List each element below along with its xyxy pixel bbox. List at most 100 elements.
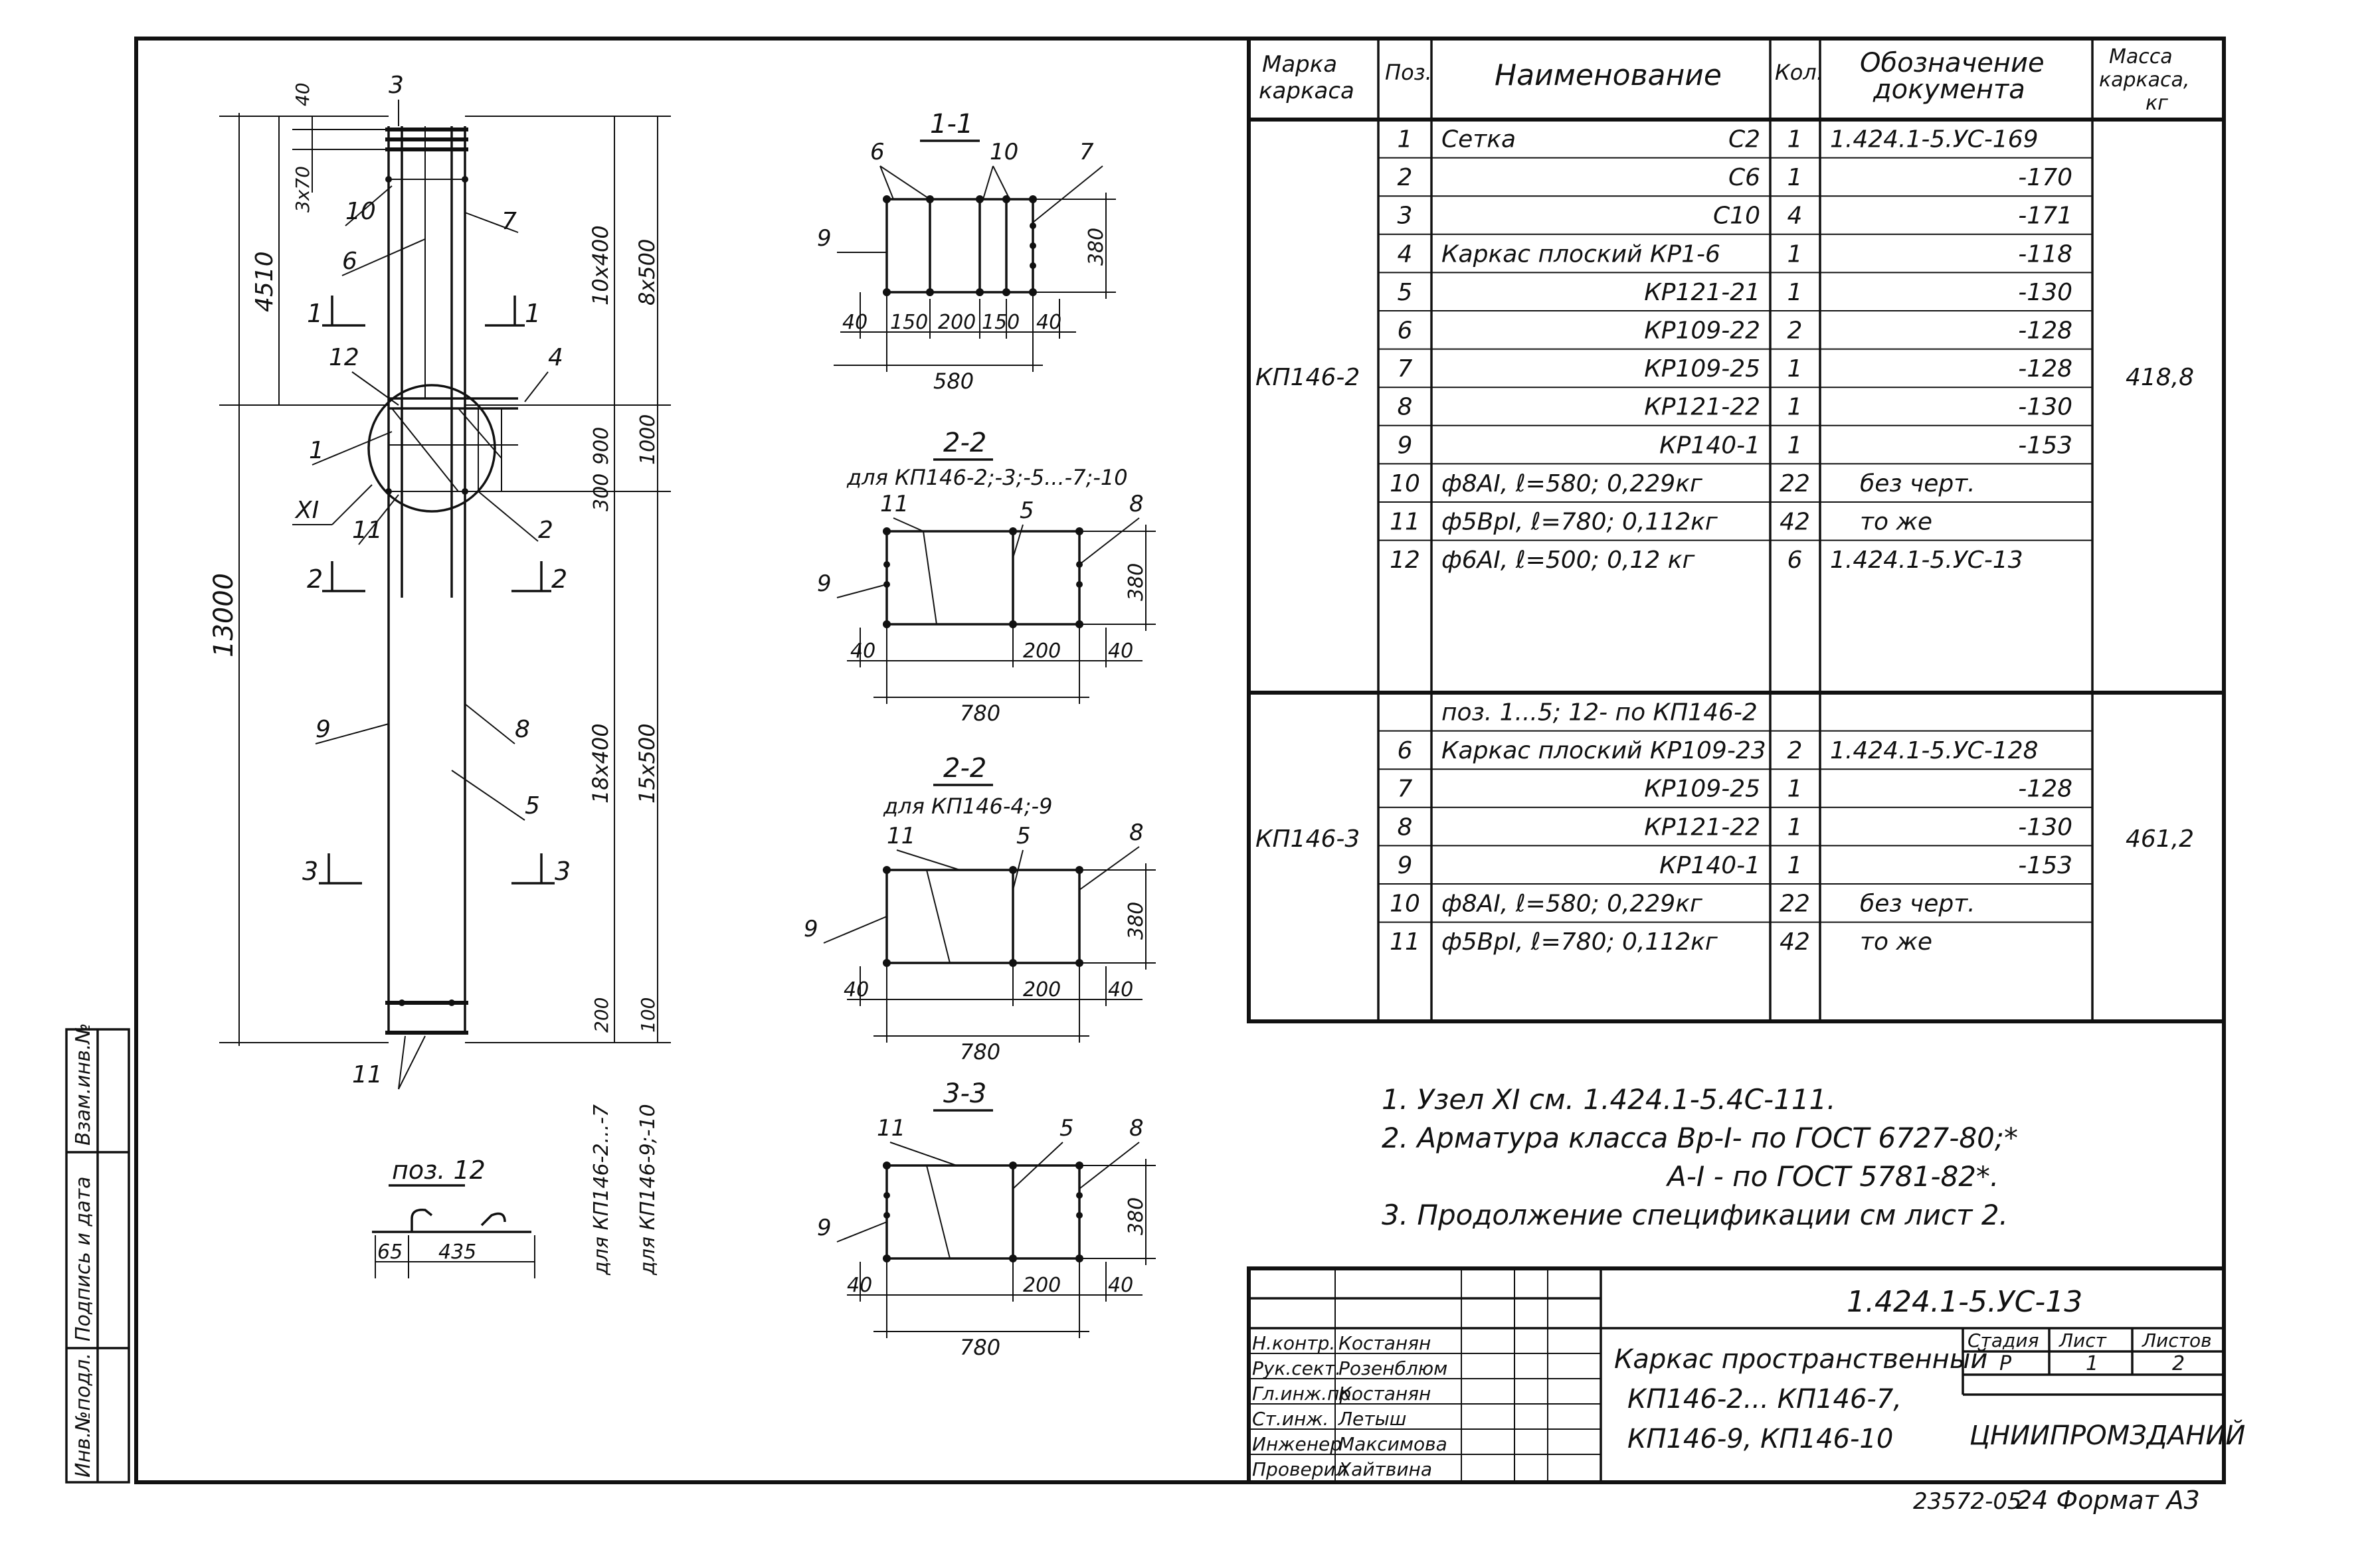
s22b-dim-40b: 40: [1108, 978, 1133, 1001]
s22b-label-8: 8: [1129, 819, 1144, 846]
label-for-kp146-2-7: для КП146-2...-7: [590, 1104, 613, 1276]
s33-label-9: 9: [817, 1215, 832, 1241]
s22b-dim-200: 200: [1023, 978, 1061, 1001]
footer-format: 24 Формат А3: [2016, 1486, 2200, 1515]
spec-row-pos: 8: [1398, 394, 1413, 421]
section-2-2-a: 2-2 для КП146-2;-3;-5...-7;-10 11 5 8 9 …: [817, 428, 1156, 726]
spec-row-qty: 1: [1787, 394, 1803, 421]
pos12-title: поз. 12: [392, 1156, 486, 1185]
spec-row-qty: 2: [1787, 317, 1803, 344]
note-3: 3. Продолжение спецификации см лист 2.: [1382, 1199, 2008, 1231]
spec-row-qty: 2: [1787, 737, 1803, 764]
spec-row-qty: 6: [1787, 547, 1803, 574]
elevation-view: 4510 13000 40 3x70 10x400 8x500 900 1000…: [209, 72, 671, 1276]
title-block: 1.424.1-5.УС-13 Каркас пространственный …: [1247, 1266, 2245, 1484]
specification-table: Марка каркаса Поз. Наименование Кол. Обо…: [1247, 37, 2226, 1023]
spec-row-qty: 1: [1787, 279, 1803, 306]
spec-row-name: ф5ВрI, ℓ=780; 0,112кг: [1441, 928, 1718, 956]
dim-10x400: 10x400: [588, 225, 613, 305]
signature-role: Рук.сект.: [1252, 1357, 1341, 1379]
spec-row-doc: без черт.: [1860, 890, 1975, 917]
spec-row-pos: 11: [1390, 508, 1420, 535]
s33-height: 380: [1125, 1197, 1148, 1235]
s22b-total: 780: [960, 1039, 1000, 1065]
spec-row-doc: -170: [2018, 164, 2072, 191]
spec-row-name-right: КР109-22: [1644, 317, 1760, 344]
spec-row-qty: 4: [1787, 203, 1803, 230]
hdr-doc-2: документа: [1873, 74, 2025, 105]
pos-label-6: 6: [342, 248, 357, 275]
spec-row-qty: 22: [1780, 470, 1810, 497]
dim-4510: 4510: [251, 251, 278, 312]
signature-name: Розенблюм: [1338, 1357, 1447, 1379]
s11-height-380: 380: [1085, 228, 1108, 266]
spec-row-name-right: КР140-1: [1659, 432, 1760, 459]
spec-row-doc: -130: [2018, 394, 2072, 421]
spec-row-name: Каркас плоский КР109-23: [1441, 737, 1766, 764]
s22a-dim-200: 200: [1023, 640, 1061, 663]
spec-row-name: Сетка: [1441, 126, 1516, 153]
s11-dim-40a: 40: [842, 311, 868, 334]
spec-row-doc: без черт.: [1860, 470, 1975, 497]
s11-dim-40b: 40: [1036, 311, 1061, 334]
signature-role: Инженер: [1252, 1433, 1342, 1455]
section-1-1-title: 1-1: [930, 109, 973, 139]
signature-name: Хайтвина: [1337, 1458, 1432, 1480]
section-2-2-b: 2-2 для КП146-4;-9 11 5 8 9 380 40 200 4…: [804, 753, 1156, 1065]
spec-row-qty: 42: [1780, 928, 1810, 956]
hdr-mass-2: каркаса,: [2099, 68, 2189, 92]
spec-row-doc: -130: [2018, 814, 2072, 841]
cut-2-right: 2: [551, 564, 567, 594]
spec-row-name-right: КР121-22: [1644, 814, 1760, 841]
hdr-name: Наименование: [1495, 58, 1722, 92]
spec-row-pos: 2: [1398, 164, 1413, 191]
cut-1-right: 1: [525, 299, 541, 328]
document-code: 1.424.1-5.УС-13: [1847, 1285, 2082, 1319]
spec-row-name-right: КР109-25: [1644, 355, 1760, 383]
s22a-title: 2-2: [943, 428, 986, 458]
signature-name: Костанян: [1338, 1332, 1431, 1354]
dim-18x400: 18x400: [588, 723, 613, 804]
hdr-mass-1: Масса: [2109, 45, 2173, 68]
s22a-total: 780: [960, 701, 1000, 726]
signature-role: Гл.инж.пр.: [1252, 1383, 1357, 1405]
pos12-dim-435: 435: [438, 1241, 476, 1264]
group-mark-kp146-2: КП146-2: [1255, 364, 1360, 391]
s33-title: 3-3: [943, 1078, 986, 1109]
s11-label-7: 7: [1079, 139, 1094, 165]
spec-row-name-right: С2: [1728, 126, 1760, 153]
pos-label-5: 5: [525, 792, 540, 819]
spec-row-pos: 1: [1398, 126, 1413, 153]
organization: ЦНИИПРОМЗДАНИЙ: [1969, 1419, 2245, 1451]
spec-row-pos: 10: [1390, 470, 1420, 497]
signature-name: Максимова: [1338, 1433, 1447, 1455]
cut-2-left: 2: [307, 564, 323, 594]
notes: 1. Узел XI см. 1.424.1-5.4С-111. 2. Арма…: [1382, 1083, 2018, 1231]
spec-row-name-right: КР140-1: [1659, 852, 1760, 879]
dim-100: 100: [637, 997, 659, 1033]
dim-8x500: 8x500: [634, 239, 660, 305]
pos-label-3: 3: [389, 72, 404, 99]
note-1: 1. Узел XI см. 1.424.1-5.4С-111.: [1382, 1083, 1836, 1116]
spec-row-name-right: КР121-21: [1644, 279, 1760, 306]
spec-row-qty: 1: [1787, 126, 1803, 153]
spec-row-name: ф8АI, ℓ=580; 0,229кг: [1441, 470, 1703, 497]
spec-row-doc: -128: [2018, 776, 2072, 803]
spec-row-pos: 10: [1390, 890, 1420, 917]
s22a-label-8: 8: [1129, 491, 1144, 517]
signature-role: Проверил: [1252, 1458, 1348, 1480]
side-stamp-inv-orig: Инв.№подл.: [72, 1353, 95, 1478]
s33-label-5: 5: [1059, 1115, 1074, 1142]
pos12-detail: поз. 12 65 435: [372, 1156, 535, 1278]
spec-row-qty: 42: [1780, 508, 1810, 535]
title-line-3: КП146-9, КП146-10: [1627, 1424, 1893, 1454]
cut-3-left: 3: [302, 857, 318, 886]
sheet-value: 1: [2086, 1352, 2098, 1375]
spec-row-pos: 7: [1398, 355, 1413, 383]
spec-row-doc: -118: [2018, 240, 2072, 268]
s22a-dim-40a: 40: [850, 640, 875, 663]
sheets-hdr: Листов: [2142, 1330, 2212, 1351]
s33-dim-40b: 40: [1108, 1274, 1133, 1297]
s33-label-11: 11: [877, 1115, 905, 1142]
